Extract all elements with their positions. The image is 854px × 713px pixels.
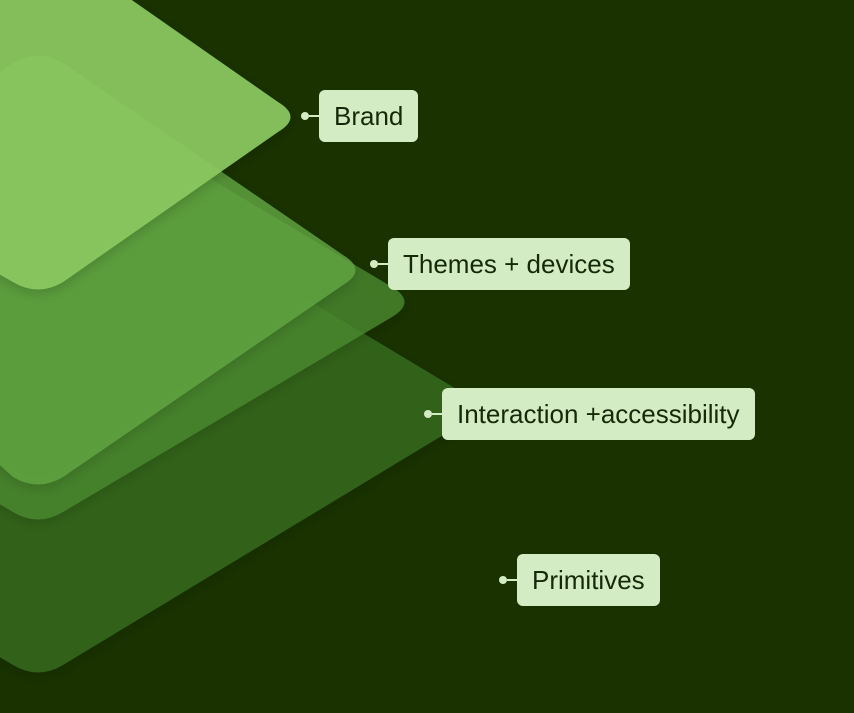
connector-line <box>309 115 319 117</box>
connector-dot <box>499 576 507 584</box>
callout-interaction-accessibility: Interaction +accessibility <box>424 388 755 440</box>
layer-label-primitives: Primitives <box>517 554 660 606</box>
callout-primitives: Primitives <box>499 554 660 606</box>
layer-label-interaction-accessibility: Interaction +accessibility <box>442 388 755 440</box>
callout-themes-devices: Themes + devices <box>370 238 630 290</box>
layer-shape-brand <box>0 0 291 290</box>
callout-brand: Brand <box>301 90 419 142</box>
connector-line <box>507 579 517 581</box>
connector-line <box>378 263 388 265</box>
connector-dot <box>370 260 378 268</box>
layer-label-themes-devices: Themes + devices <box>388 238 630 290</box>
connector-dot <box>301 112 309 120</box>
connector-dot <box>424 410 432 418</box>
layer-label-brand: Brand <box>319 90 419 142</box>
connector-line <box>432 413 442 415</box>
